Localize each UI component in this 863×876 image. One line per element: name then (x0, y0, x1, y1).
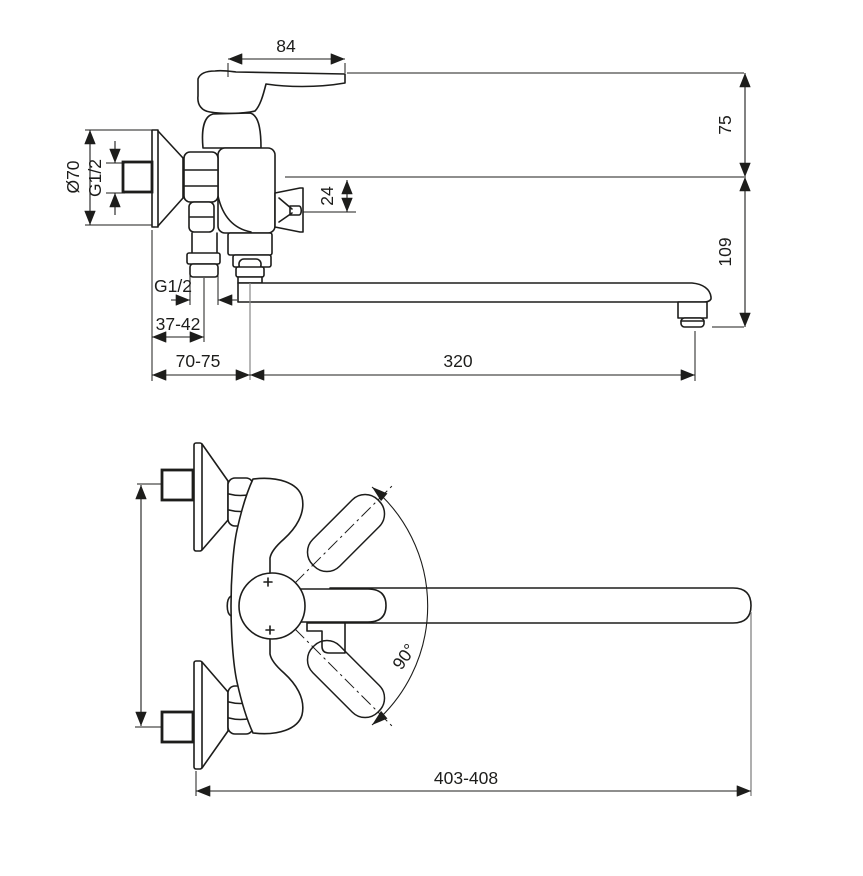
dim-label-109: 109 (715, 237, 735, 266)
front-view: 90° 403-408 (135, 442, 752, 797)
arc-arrow-bottom (372, 710, 388, 725)
dim-label-24: 24 (317, 186, 337, 206)
spout-aerator (677, 301, 708, 328)
dim-shower-outlet-thread: G1/2 (154, 272, 237, 306)
center-mark-upper (263, 577, 273, 587)
dim-overall-length: 403-408 (195, 612, 752, 797)
dim-inlet-thread: G1/2 (85, 141, 125, 215)
dim-inlet-axis-to-spout-bottom: 109 (715, 177, 751, 327)
dim-spout-reach: 320 (250, 331, 696, 381)
dim-inlet-spacing (135, 483, 162, 728)
dim-diverter-knob: 24 (274, 180, 356, 233)
handle-axis-up (294, 485, 393, 584)
dim-label-37-42: 37-42 (156, 314, 201, 334)
front-spout (329, 587, 752, 624)
dim-label-escutcheon: Ø70 (63, 160, 83, 193)
dim-escutcheon-diameter: Ø70 (63, 129, 152, 226)
mixer-body (217, 147, 276, 234)
escutcheon-cone (151, 129, 184, 228)
shower-outlet (186, 232, 221, 278)
dim-label-75: 75 (715, 115, 735, 134)
dim-wall-to-shower-outlet: 37-42 (152, 314, 204, 343)
dim-label-outlet-thread: G1/2 (154, 276, 192, 296)
arc-arrow-top (372, 487, 388, 502)
dim-label-70-75: 70-75 (176, 351, 221, 371)
upper-thread-stub (160, 468, 195, 502)
spout-connection (227, 232, 273, 284)
front-spout-hub (295, 588, 387, 623)
dim-label-inlet-thread: G1/2 (85, 159, 105, 197)
diverter-knob (274, 187, 304, 233)
handle-position-up (306, 493, 386, 573)
handle-position-down (306, 639, 386, 719)
dim-wall-to-spout-axis: 70-75 (152, 351, 250, 381)
cartridge-dome (201, 112, 262, 149)
dim-handle-length: 84 (227, 36, 346, 77)
union-nut (183, 151, 219, 203)
side-view-faucet-outline (121, 69, 712, 328)
front-body-waist-bump (226, 595, 232, 617)
dim-label-403-408: 403-408 (434, 768, 498, 788)
side-view: 84 75 109 24 Ø70 (63, 36, 751, 381)
front-upper-wall-mount (160, 442, 254, 552)
lower-thread-stub (160, 710, 195, 744)
front-diverter-tab (306, 622, 346, 654)
upper-escutcheon-plate (193, 442, 203, 552)
lever-handle (197, 69, 346, 115)
inlet-thread-stub (121, 160, 154, 194)
lower-escutcheon-plate (193, 660, 203, 770)
dim-label-84: 84 (276, 36, 296, 56)
spout (237, 282, 712, 303)
front-cartridge-ball (238, 572, 306, 640)
center-mark-lower (265, 625, 275, 635)
dim-top-to-inlet-axis: 75 (715, 73, 751, 177)
dim-label-320: 320 (443, 351, 472, 371)
